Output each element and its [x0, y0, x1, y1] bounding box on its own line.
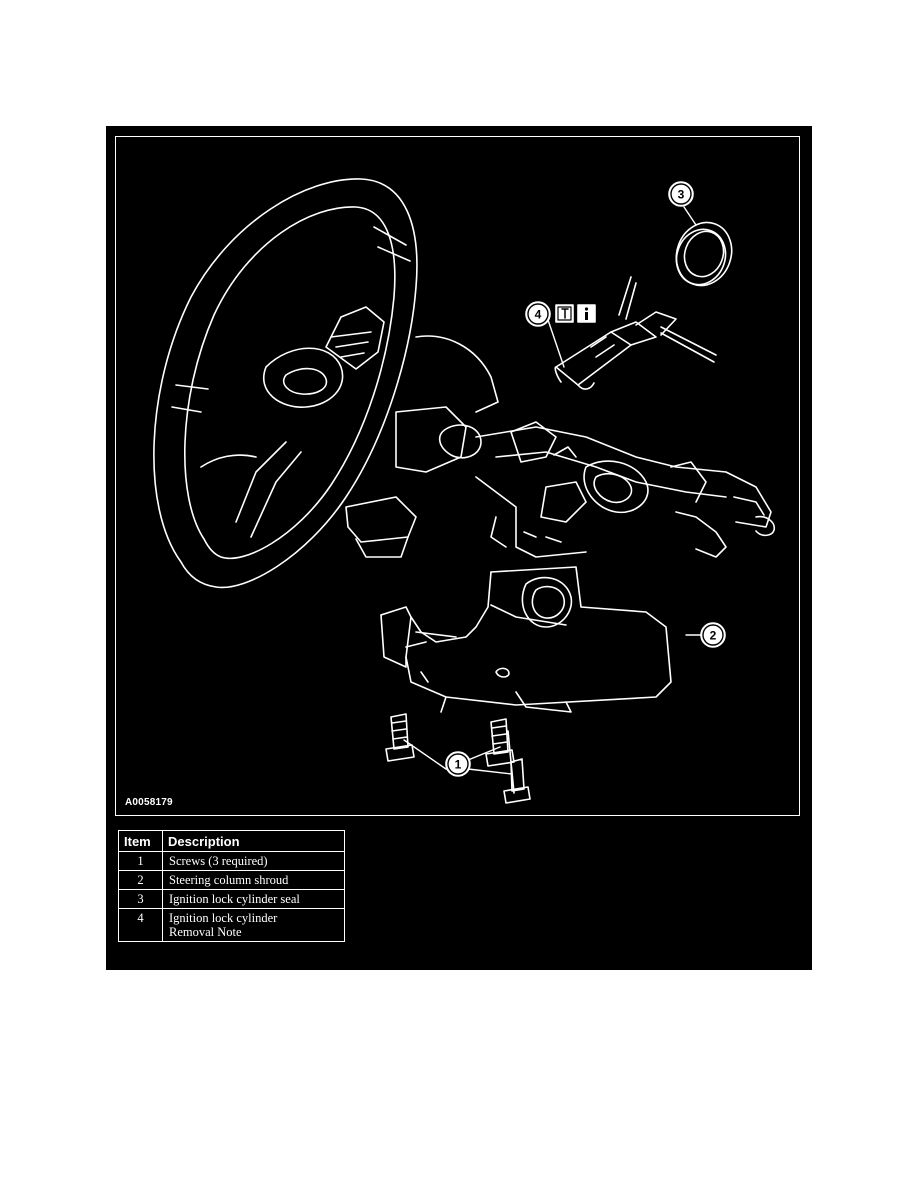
description-line: Ignition lock cylinder seal: [169, 892, 300, 906]
callout-4: 4: [525, 301, 551, 327]
steering-column: [345, 335, 776, 558]
item-number: 2: [118, 870, 163, 890]
lock-cylinder-seal: [675, 221, 733, 287]
item-number: 4: [118, 908, 163, 942]
callout-2: 2: [700, 622, 726, 648]
item-description: Ignition lock cylinder seal: [162, 889, 345, 909]
legend-row: 3 Ignition lock cylinder seal: [118, 889, 345, 909]
tool-icon: [555, 304, 574, 323]
illustration-frame: 3 4 2 1: [115, 136, 800, 816]
description-line: Ignition lock cylinder: [169, 911, 278, 925]
callout-3: 3: [668, 181, 694, 207]
legend-table: Item Description 1 Screws (3 required) 2…: [118, 830, 345, 942]
steering-column-shroud: [380, 566, 672, 713]
exploded-view-illustration: 3 4 2 1: [153, 178, 776, 804]
legend-header-row: Item Description: [118, 830, 345, 852]
legend-row: 1 Screws (3 required): [118, 851, 345, 871]
description-line: Removal Note: [169, 925, 242, 939]
legend-row: 4 Ignition lock cylinder Removal Note: [118, 908, 345, 942]
item-number: 3: [118, 889, 163, 909]
item-description: Steering column shroud: [162, 870, 345, 890]
item-number: 1: [118, 851, 163, 871]
callout-1-label: 1: [455, 758, 462, 772]
ignition-lock-cylinder: [554, 276, 717, 390]
item-header: Item: [118, 830, 163, 852]
callout-3-label: 3: [678, 188, 685, 202]
leader-lines: [403, 206, 702, 775]
screws: [385, 713, 531, 804]
callout-2-label: 2: [710, 629, 717, 643]
steering-wheel: [153, 178, 418, 589]
item-description: Screws (3 required): [162, 851, 345, 871]
figure-id-label: A0058179: [125, 797, 173, 808]
callout-1: 1: [445, 751, 471, 777]
description-header: Description: [162, 830, 345, 852]
legend-row: 2 Steering column shroud: [118, 870, 345, 890]
description-line: Screws (3 required): [169, 854, 268, 868]
description-line: Steering column shroud: [169, 873, 289, 887]
callout-4-label: 4: [535, 308, 542, 322]
item-description: Ignition lock cylinder Removal Note: [162, 908, 345, 942]
figure-panel: 3 4 2 1: [106, 126, 812, 970]
info-icon: [577, 304, 596, 323]
